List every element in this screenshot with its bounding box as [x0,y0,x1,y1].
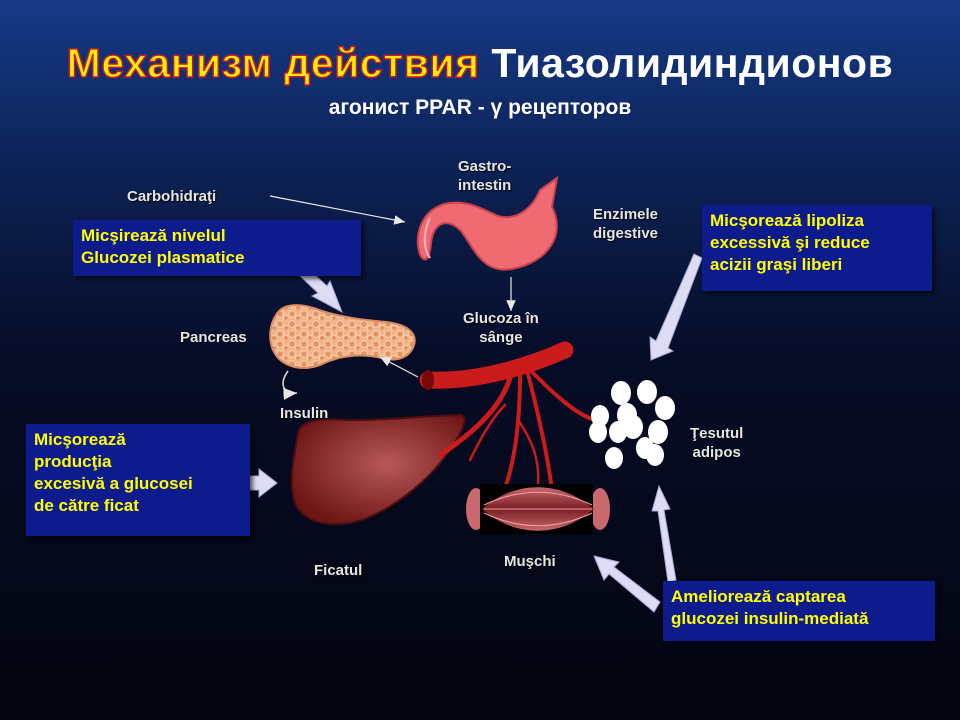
slide-subtitle: агонист PPAR - γ рецепторов [328,96,632,119]
stomach-illustration [416,175,559,271]
label-muschi: Muşchi [504,553,556,570]
label-carbohidrati: Carbohidraţi [127,188,217,205]
label-insulin: Insulin [280,405,329,422]
flow-arrows [269,195,516,378]
label-gastro-intestin: Gastro-intestin [458,158,512,194]
arrow-box-to-pancreas [296,265,343,314]
title-highlight: Механизм действия [66,39,480,87]
adipocytes-illustration [589,380,675,469]
arrow-box-to-fat [649,253,703,361]
arrow-carbs-to-stomach [269,195,406,225]
arrow-blood-to-pancreas [379,356,419,378]
title-rest: Тиазолидиндионов [491,40,894,86]
liver-illustration [290,413,466,526]
vessel-opening [422,370,434,390]
label-ficatul: Ficatul [314,562,363,579]
pancreas-illustration [269,304,416,400]
arrow-box-to-muscle [593,555,661,613]
arrow-box-to-fat-lower [651,484,677,583]
slide-title: Механизм действия Тиазолидиндионов [0,39,960,87]
muscle-illustration [466,484,610,534]
action-arrows [242,253,703,613]
blood-vessel [419,341,597,492]
label-pancreas: Pancreas [180,329,247,346]
